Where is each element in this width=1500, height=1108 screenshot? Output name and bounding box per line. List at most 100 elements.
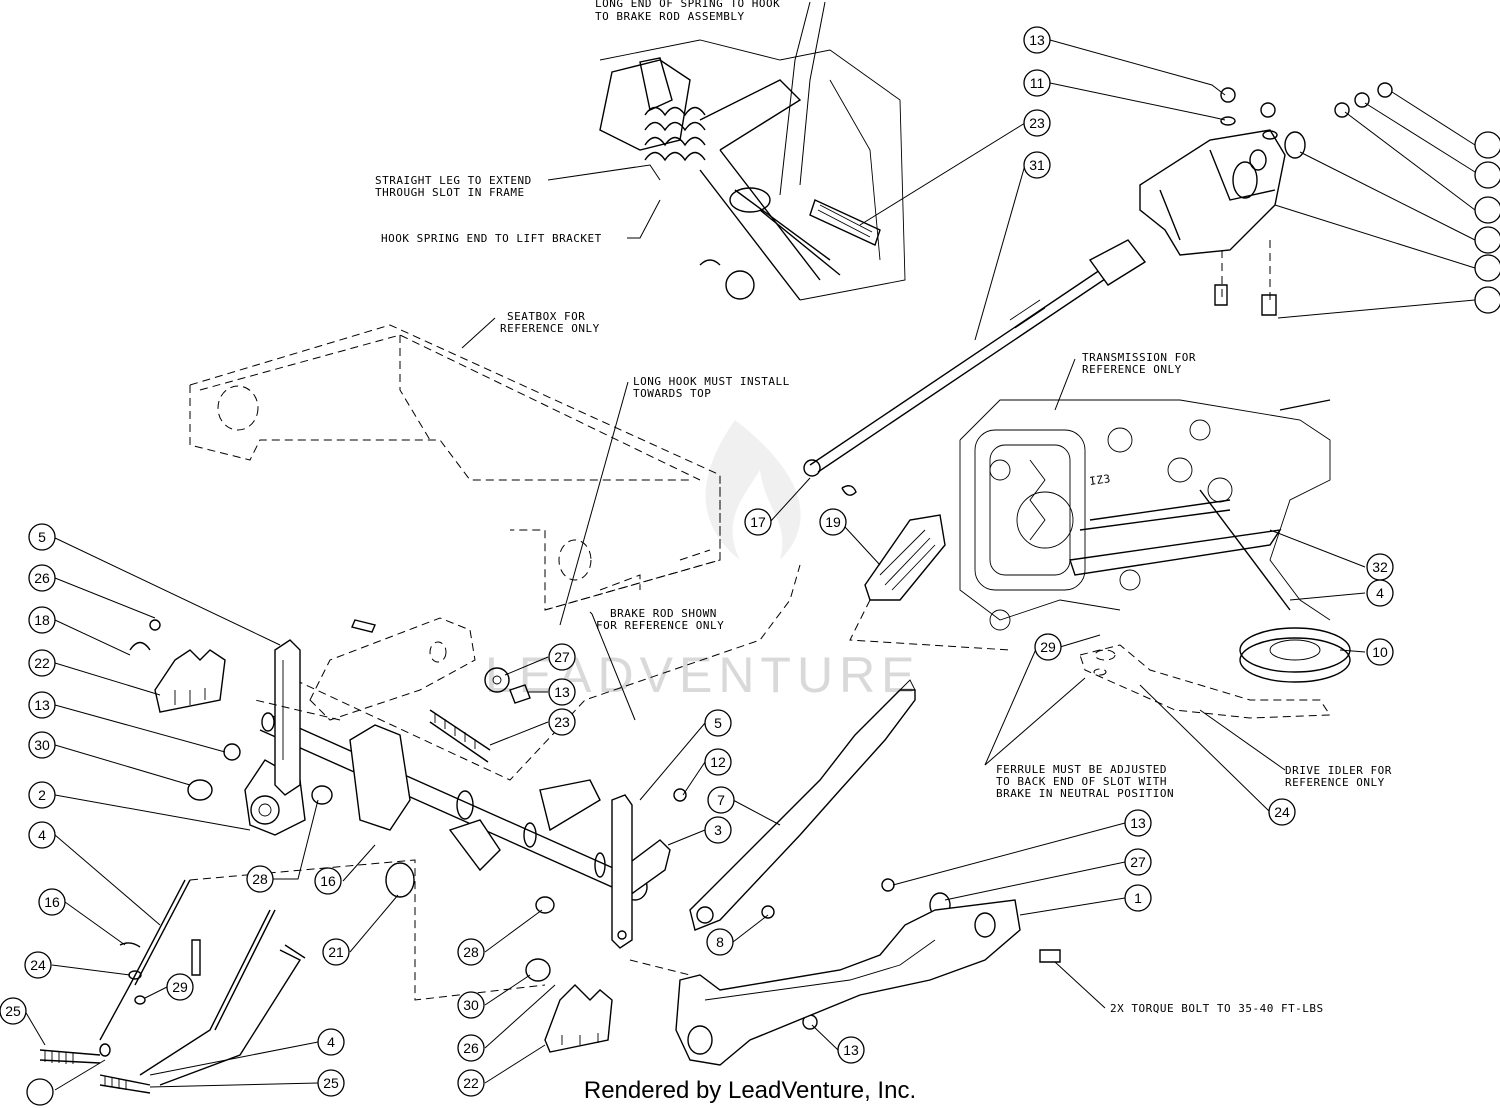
callout[interactable]: 31: [1023, 151, 1051, 179]
svg-text:23: 23: [1029, 115, 1045, 131]
callout[interactable]: 25: [0, 997, 27, 1025]
callout[interactable]: 17: [744, 508, 772, 536]
callout[interactable]: 29: [166, 973, 194, 1001]
pedal-bracket: [1139, 82, 1393, 316]
svg-text:29: 29: [1040, 639, 1056, 655]
callout[interactable]: 5: [704, 709, 732, 737]
lever-7: [689, 679, 916, 931]
callout[interactable]: 21: [322, 938, 350, 966]
callout[interactable]: [1474, 286, 1500, 314]
guide-lines-lower-2: [629, 959, 691, 976]
transmission-marking: IZ3: [1089, 472, 1112, 488]
callout[interactable]: [1474, 131, 1500, 159]
svg-text:26: 26: [34, 570, 50, 586]
note-hook-spring: HOOK SPRING END TO LIFT BRACKET: [381, 232, 602, 245]
callout[interactable]: [1474, 226, 1500, 254]
note-drive-idler: DRIVE IDLER FOR REFERENCE ONLY: [1285, 764, 1399, 789]
callout[interactable]: 13: [837, 1036, 865, 1064]
svg-text:2: 2: [38, 787, 46, 803]
callout[interactable]: 23: [1023, 109, 1051, 137]
guide-lines-left: [254, 699, 341, 721]
svg-text:17: 17: [750, 514, 766, 530]
callout[interactable]: 12: [704, 748, 732, 776]
callout[interactable]: 3: [704, 816, 732, 844]
callout[interactable]: 27: [1124, 848, 1152, 876]
center-mount-clip: [448, 819, 501, 872]
callout[interactable]: 1: [1124, 884, 1152, 912]
callout[interactable]: [1474, 254, 1500, 282]
bumper-22-lower: [544, 984, 613, 1053]
svg-text:31: 31: [1029, 157, 1045, 173]
svg-text:12: 12: [710, 754, 726, 770]
callout[interactable]: 26: [28, 564, 56, 592]
spring-23: [429, 709, 491, 763]
linkage-rods: [99, 879, 306, 1086]
bracket-3: [611, 794, 671, 949]
guide-lines-lower: [189, 859, 546, 1001]
svg-text:28: 28: [463, 944, 479, 960]
callout[interactable]: 24: [1268, 798, 1296, 826]
svg-text:25: 25: [323, 1075, 339, 1091]
callout[interactable]: [1474, 161, 1500, 189]
svg-text:7: 7: [717, 792, 725, 808]
callout[interactable]: 13: [1124, 809, 1152, 837]
callout[interactable]: 13: [548, 678, 576, 706]
callout[interactable]: 22: [457, 1069, 485, 1097]
note-torque-bolt: 2X TORQUE BOLT TO 35-40 FT-LBS: [1110, 1002, 1324, 1015]
callout[interactable]: 30: [457, 991, 485, 1019]
svg-text:5: 5: [38, 529, 46, 545]
callout[interactable]: 18: [28, 606, 56, 634]
callout[interactable]: 16: [314, 867, 342, 895]
callout[interactable]: 30: [28, 731, 56, 759]
svg-text:24: 24: [30, 957, 46, 973]
callout[interactable]: 28: [246, 865, 274, 893]
callout[interactable]: 8: [706, 928, 734, 956]
callout[interactable]: 32: [1366, 553, 1394, 581]
lift-lever-1: [675, 899, 1021, 1066]
callout[interactable]: 26: [457, 1034, 485, 1062]
callout[interactable]: 2: [28, 781, 56, 809]
watermark-logo: [705, 420, 801, 560]
callout[interactable]: 28: [457, 938, 485, 966]
svg-text:30: 30: [34, 737, 50, 753]
svg-text:24: 24: [1274, 804, 1290, 820]
callout[interactable]: 5: [28, 523, 56, 551]
notes: LONG END OF SPRING TO HOOK TO BRAKE ROD …: [375, 0, 1399, 1015]
callout[interactable]: 10: [1366, 638, 1394, 666]
svg-text:27: 27: [554, 649, 570, 665]
callout[interactable]: 7: [707, 786, 735, 814]
callout[interactable]: 29: [1034, 633, 1062, 661]
callout[interactable]: 24: [24, 951, 52, 979]
inset-spring-detail: [599, 39, 906, 301]
callout[interactable]: 4: [317, 1028, 345, 1056]
callout[interactable]: 19: [819, 508, 847, 536]
callout[interactable]: 16: [38, 888, 66, 916]
callout[interactable]: 13: [1023, 26, 1051, 54]
callout[interactable]: 22: [28, 649, 56, 677]
callout[interactable]: 13: [28, 691, 56, 719]
svg-text:4: 4: [327, 1034, 335, 1050]
pedal-pad-19: [864, 514, 946, 601]
callout[interactable]: 4: [28, 821, 56, 849]
shaft-plate: [539, 779, 601, 832]
leader-lines: [24, 1, 1476, 1091]
svg-text:23: 23: [554, 714, 570, 730]
callout[interactable]: 27: [548, 643, 576, 671]
svg-text:22: 22: [34, 655, 50, 671]
callout[interactable]: 25: [317, 1069, 345, 1097]
callout[interactable]: 11: [1023, 69, 1051, 97]
spring-coil-top: [644, 106, 706, 162]
callout[interactable]: [26, 1078, 54, 1106]
brake-rod-31: [803, 239, 1147, 477]
springs-25: [39, 1043, 151, 1094]
pulley-10: [1239, 627, 1351, 683]
callout[interactable]: 4: [1366, 579, 1394, 607]
svg-text:26: 26: [463, 1040, 479, 1056]
svg-text:4: 4: [1376, 585, 1384, 601]
svg-text:11: 11: [1030, 75, 1045, 91]
svg-text:22: 22: [463, 1075, 479, 1091]
callout[interactable]: [1474, 196, 1500, 224]
callout[interactable]: 23: [548, 708, 576, 736]
note-spring-hook: LONG END OF SPRING TO HOOK TO BRAKE ROD …: [595, 0, 787, 23]
svg-text:3: 3: [714, 822, 722, 838]
